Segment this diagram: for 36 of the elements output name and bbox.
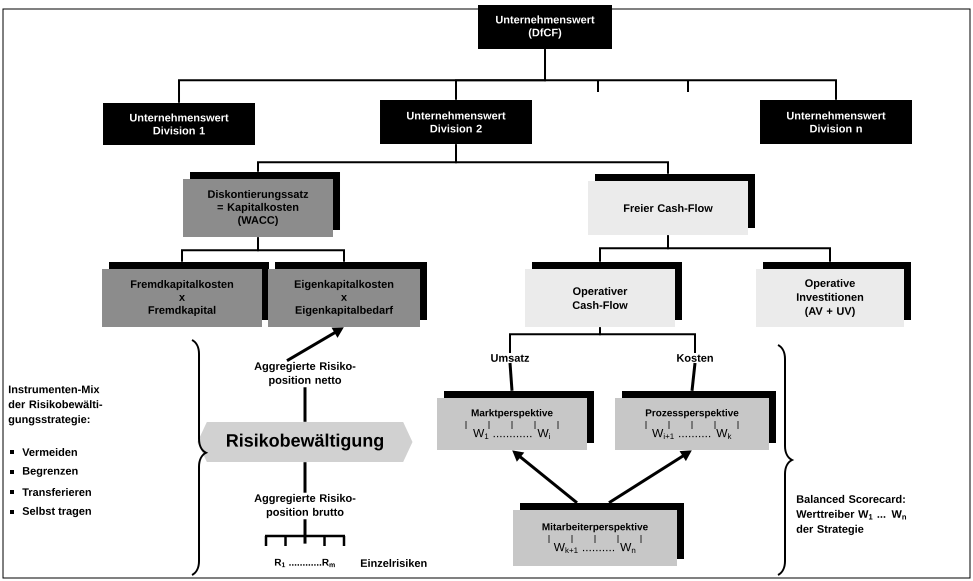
connector-line: [544, 49, 837, 100]
connector-line: [690, 362, 696, 391]
cash-flow-box: Operativer Cash-Flow: [525, 262, 682, 327]
connector-line: [455, 144, 669, 174]
connector-line: [304, 462, 306, 493]
branch-label: Umsatz: [491, 354, 530, 362]
connector-line: [599, 327, 696, 353]
branch-label: Kosten: [677, 354, 713, 362]
bullet-item: Selbst tragen: [10, 506, 91, 518]
bullet-item: Begrenzen: [10, 467, 78, 477]
connector-line: [508, 362, 514, 391]
cost-box: Eigenkapitalkosten x Eigenkapitalbedarf: [268, 262, 427, 327]
value-box: Unternehmenswert (DfCF): [478, 5, 612, 49]
individual-risks-drawing: R$_{1}$ ............R$_{m}$: [264, 534, 346, 568]
scorecard-text: Balanced Scorecard: Werttreiber W$_{1}$ ... W$_{n}$ der Strategie: [796, 494, 906, 536]
cash-flow-box: Operative Investitionen (AV + UV): [756, 262, 911, 327]
connector-line: [257, 237, 345, 262]
risk-position-text: Aggregierte Risiko- position netto: [254, 362, 356, 386]
bullet-item: Vermeiden: [10, 448, 77, 456]
value-box: Unternehmenswert Division n: [760, 100, 912, 144]
side-label: Einzelrisiken: [360, 558, 427, 568]
strategy-text: Instrumenten-Mix der Risikobewälti- gungsstrategie:: [8, 385, 102, 426]
risk-banner: Risikobewältigung: [198, 422, 412, 462]
connector-line: [667, 235, 831, 262]
scorecard-box: Marktperspektive W$_{1}$ ............ W$_{i}$: [437, 391, 594, 450]
cost-box: Fremdkapitalkosten x Fremdkapital: [102, 262, 269, 327]
bullet-item: Transferieren: [10, 488, 91, 496]
value-box: Unternehmenswert Division 1: [103, 103, 255, 145]
scorecard-box: Mitarbeiterperspektive W$_{k+1}$ .......... W$_{n}$: [513, 503, 684, 566]
connector-line: [304, 519, 306, 544]
cash-flow-box: Freier Cash-Flow: [588, 174, 755, 235]
connector-line: [304, 387, 306, 422]
value-box: Unternehmenswert Division 2: [380, 100, 532, 144]
cost-box: Diskontierungssatz = Kapitalkosten (WACC): [183, 172, 340, 237]
scorecard-box: Prozessperspektive W$_{i+1}$ .......... W$_{k}$: [615, 391, 776, 450]
risk-position-text: Aggregierte Risiko- position brutto: [254, 494, 356, 518]
